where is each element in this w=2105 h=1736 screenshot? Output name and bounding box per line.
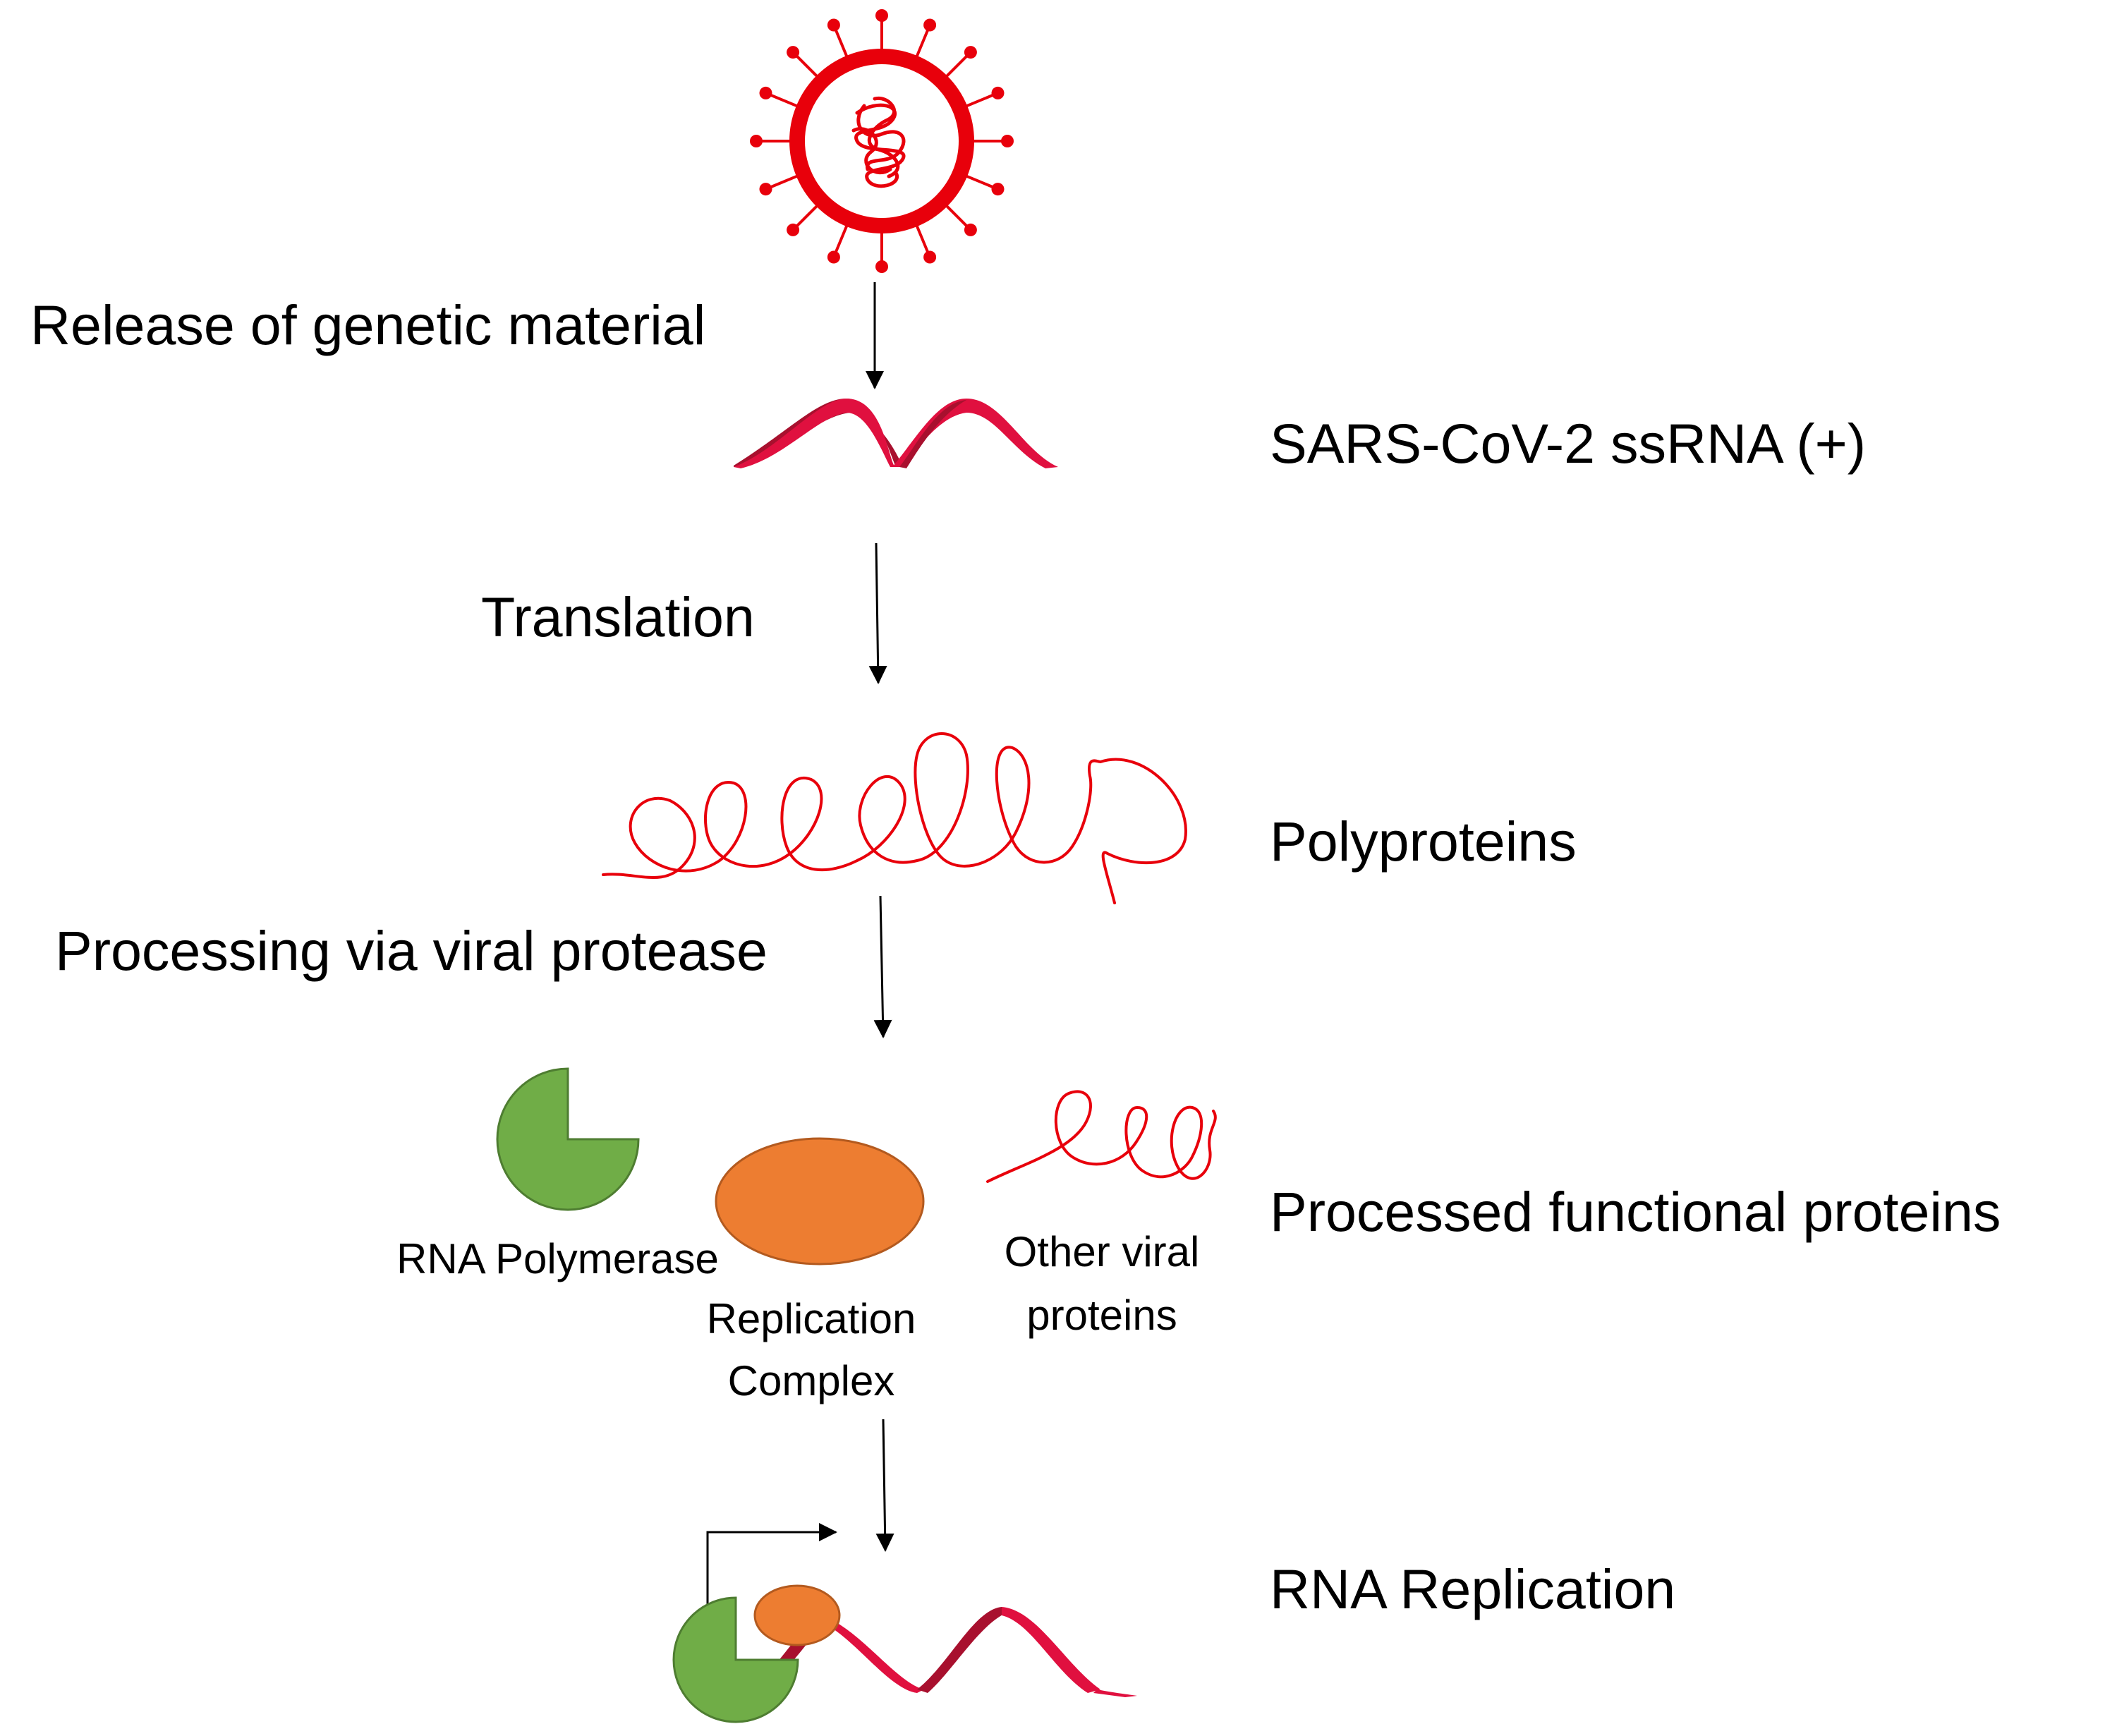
other-proteins-label-line2: proteins [1026,1292,1177,1339]
complex-label-line1: Replication [707,1295,916,1342]
step-translation-label: Translation [481,585,755,648]
arrow-replication [875,1419,894,1552]
stage-processed-label: Processed functional proteins [1270,1180,2001,1243]
stage-ssrna-label: SARS-CoV-2 ssRNA (+) [1270,412,1866,475]
step-processing-label: Processing via viral protease [55,919,768,982]
virus-spike-tip [750,135,763,147]
ssrna-ribbon-icon [734,399,1058,468]
replication-complex-ellipse-icon [715,1137,925,1265]
stage-polyproteins-label: Polyproteins [1270,810,1577,873]
virus-spike-tip [991,183,1005,196]
virus-spike-tip [1001,135,1014,147]
virus-spike-tip [964,46,977,59]
virus-spike-tip [991,86,1005,99]
virus-spike-tip [827,250,840,264]
virus-spike-tip [923,18,937,32]
virus-spike-tip [787,46,800,59]
virus-spike-tip [875,260,888,273]
complex-on-rna-ellipse-icon [753,1584,841,1646]
other-viral-proteins-squiggle-icon [986,1090,1217,1183]
transcription-start-arrow [706,1523,837,1635]
virus-spike-tip [875,9,888,22]
virus-spike-tip [964,223,977,236]
arrow-translation [868,542,887,684]
stage-replication-label: RNA Replication [1270,1558,1675,1620]
virus-spike-tip [787,223,800,236]
other-proteins-label-line1: Other viral [1005,1228,1200,1275]
virus-spikes [750,9,1014,273]
virus-particle-icon [750,9,1014,273]
virus-envelope [789,49,974,233]
rna-polymerase-pacman-icon [496,1067,640,1211]
virus-spike-tip [827,18,840,32]
virus-genome-coil-icon [851,96,906,188]
virus-spike-tip [923,250,937,264]
step-release-label: Release of genetic material [30,293,705,356]
polymerase-label: RNA Polymerase [396,1235,719,1282]
arrow-processing [873,895,892,1038]
polyproteins-squiggle-icon [602,732,1187,904]
virus-spike-tip [759,86,772,99]
complex-label-line2: Complex [728,1357,895,1404]
virus-spike-tip [759,183,772,196]
polymerase-on-rna-pacman-icon [672,1596,799,1723]
